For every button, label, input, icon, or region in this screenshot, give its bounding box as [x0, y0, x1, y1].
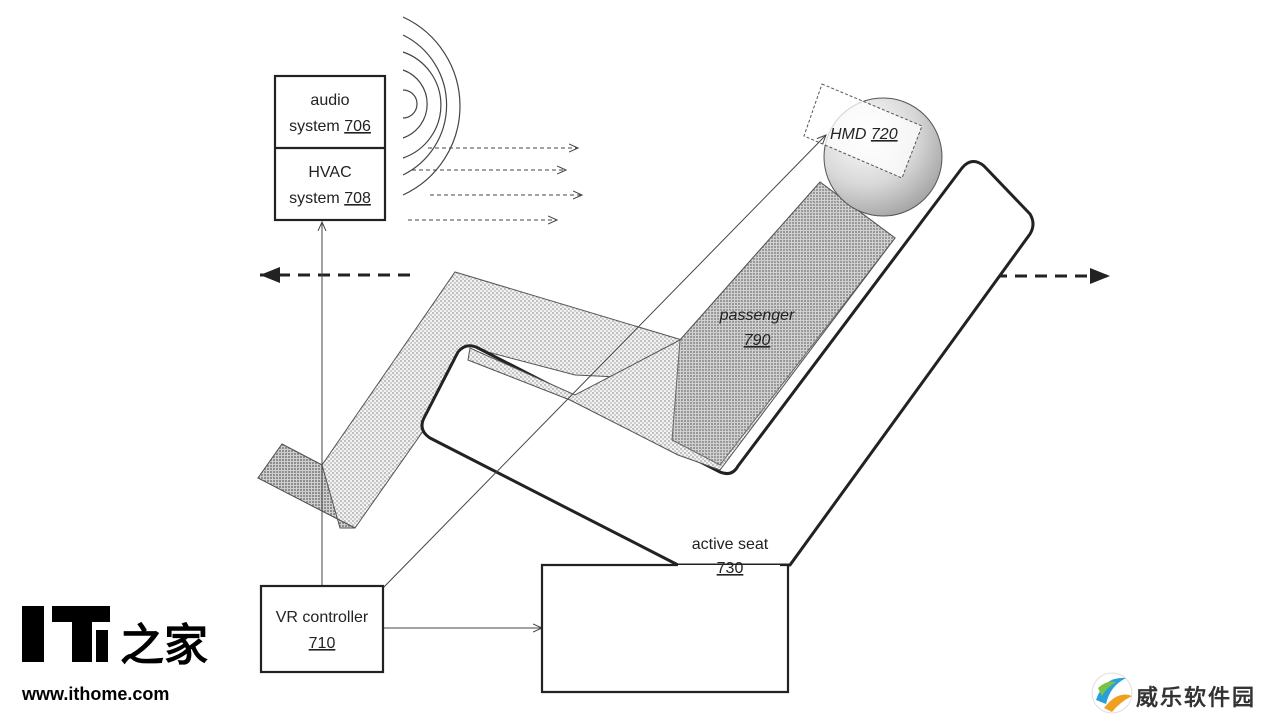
- controller-connections: [322, 135, 826, 628]
- active-seat-frame: [420, 160, 1035, 567]
- hmd-device: HMD 720: [803, 83, 923, 179]
- hmd-label: HMD 720: [830, 126, 898, 143]
- vr-controller-label: VR controller: [276, 609, 369, 626]
- airflow-arrows: [408, 148, 582, 220]
- passenger-label: passenger: [719, 307, 795, 324]
- audio-system-label-2: system 706: [289, 118, 371, 135]
- ithome-logo: 之家: [22, 606, 208, 670]
- svg-text:之家: 之家: [120, 621, 208, 670]
- hvac-system-label: HVAC: [308, 164, 351, 181]
- right-brand-text: 威乐软件园: [1136, 686, 1257, 711]
- passenger-torso: [467, 181, 896, 471]
- active-seat-ref: 730: [717, 560, 744, 577]
- audio-hvac-box: audio system 706 HVAC system 708: [273, 74, 387, 222]
- vr-controller-ref: 710: [309, 635, 336, 652]
- vr-controller-box: VR controller 710: [259, 584, 385, 674]
- audio-wave-icon: [402, 16, 461, 196]
- audio-system-label: audio: [310, 92, 349, 109]
- ithome-url: www.ithome.com: [22, 684, 170, 704]
- link-to-hmd: [382, 135, 826, 589]
- active-seat-label: active seat: [692, 536, 769, 553]
- active-seat-box: active seat 730: [540, 536, 790, 694]
- hvac-system-label-2: system 708: [289, 190, 371, 207]
- passenger-ref: 790: [744, 332, 771, 349]
- right-brand-icon: [1091, 672, 1133, 714]
